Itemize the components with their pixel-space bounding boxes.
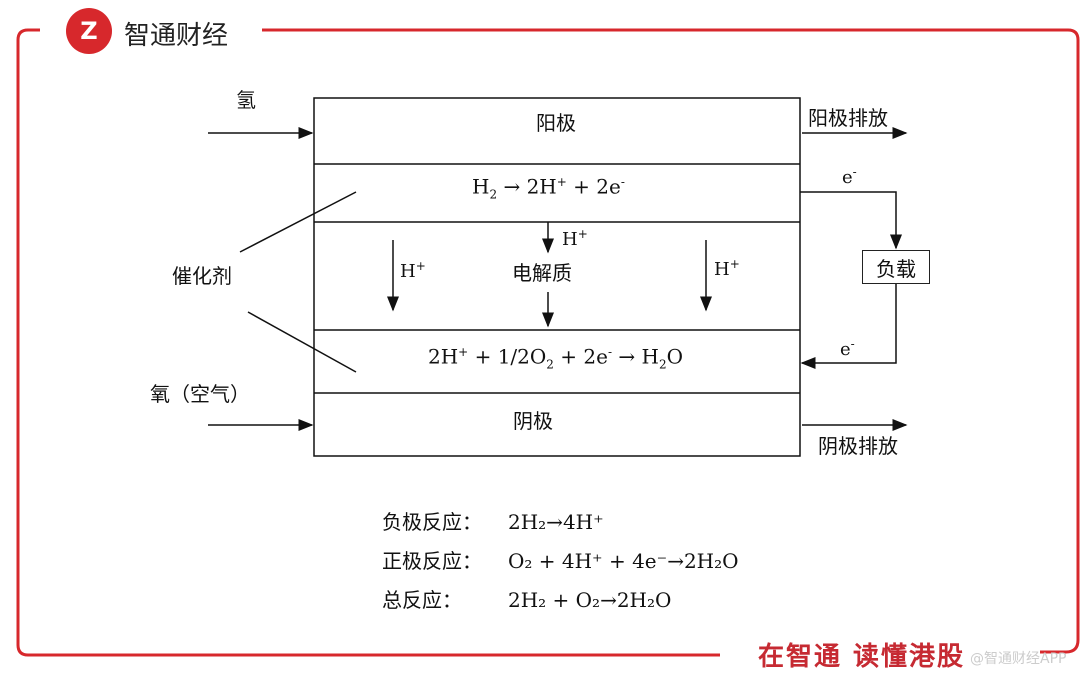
cathode-label: 阴极 bbox=[513, 409, 553, 433]
footer-slogan: 在智通 读懂港股 bbox=[758, 642, 966, 672]
brand-name: 智通财经 bbox=[124, 21, 229, 51]
total-reaction: 2H₂ + O₂→2H₂O bbox=[508, 588, 672, 612]
watermark: @智通财经APP bbox=[970, 651, 1067, 667]
proton-right: H+ bbox=[714, 257, 740, 280]
electron-bottom: e- bbox=[840, 337, 855, 360]
negative-reaction: 2H₂→4H⁺ bbox=[508, 510, 604, 534]
negative-reaction-label: 负极反应： bbox=[382, 510, 482, 534]
electrolyte-label: 电解质 bbox=[512, 261, 572, 285]
proton-left: H+ bbox=[400, 259, 426, 282]
brand-logo: Z bbox=[66, 8, 112, 54]
catalyst-label: 催化剂 bbox=[172, 264, 232, 288]
anode-exhaust-label: 阳极排放 bbox=[808, 106, 888, 130]
anode-reaction: H2 → 2H+ + 2e- bbox=[472, 174, 625, 202]
load-box: 负载 bbox=[862, 250, 930, 284]
positive-reaction: O₂ + 4H⁺ + 4e⁻→2H₂O bbox=[508, 549, 739, 573]
positive-reaction-label: 正极反应： bbox=[382, 549, 482, 573]
oxygen-label: 氧（空气） bbox=[150, 382, 250, 406]
anode-label: 阳极 bbox=[536, 111, 576, 135]
total-reaction-label: 总反应： bbox=[382, 588, 462, 612]
electron-top: e- bbox=[842, 165, 857, 188]
red-frame bbox=[16, 28, 1080, 657]
hydrogen-label: 氢 bbox=[236, 88, 256, 112]
cathode-exhaust-label: 阴极排放 bbox=[818, 434, 898, 458]
cathode-reaction: 2H+ + 1/2O2 + 2e- → H2O bbox=[428, 344, 684, 372]
proton-center: H+ bbox=[562, 227, 588, 250]
cell-box bbox=[313, 97, 801, 457]
